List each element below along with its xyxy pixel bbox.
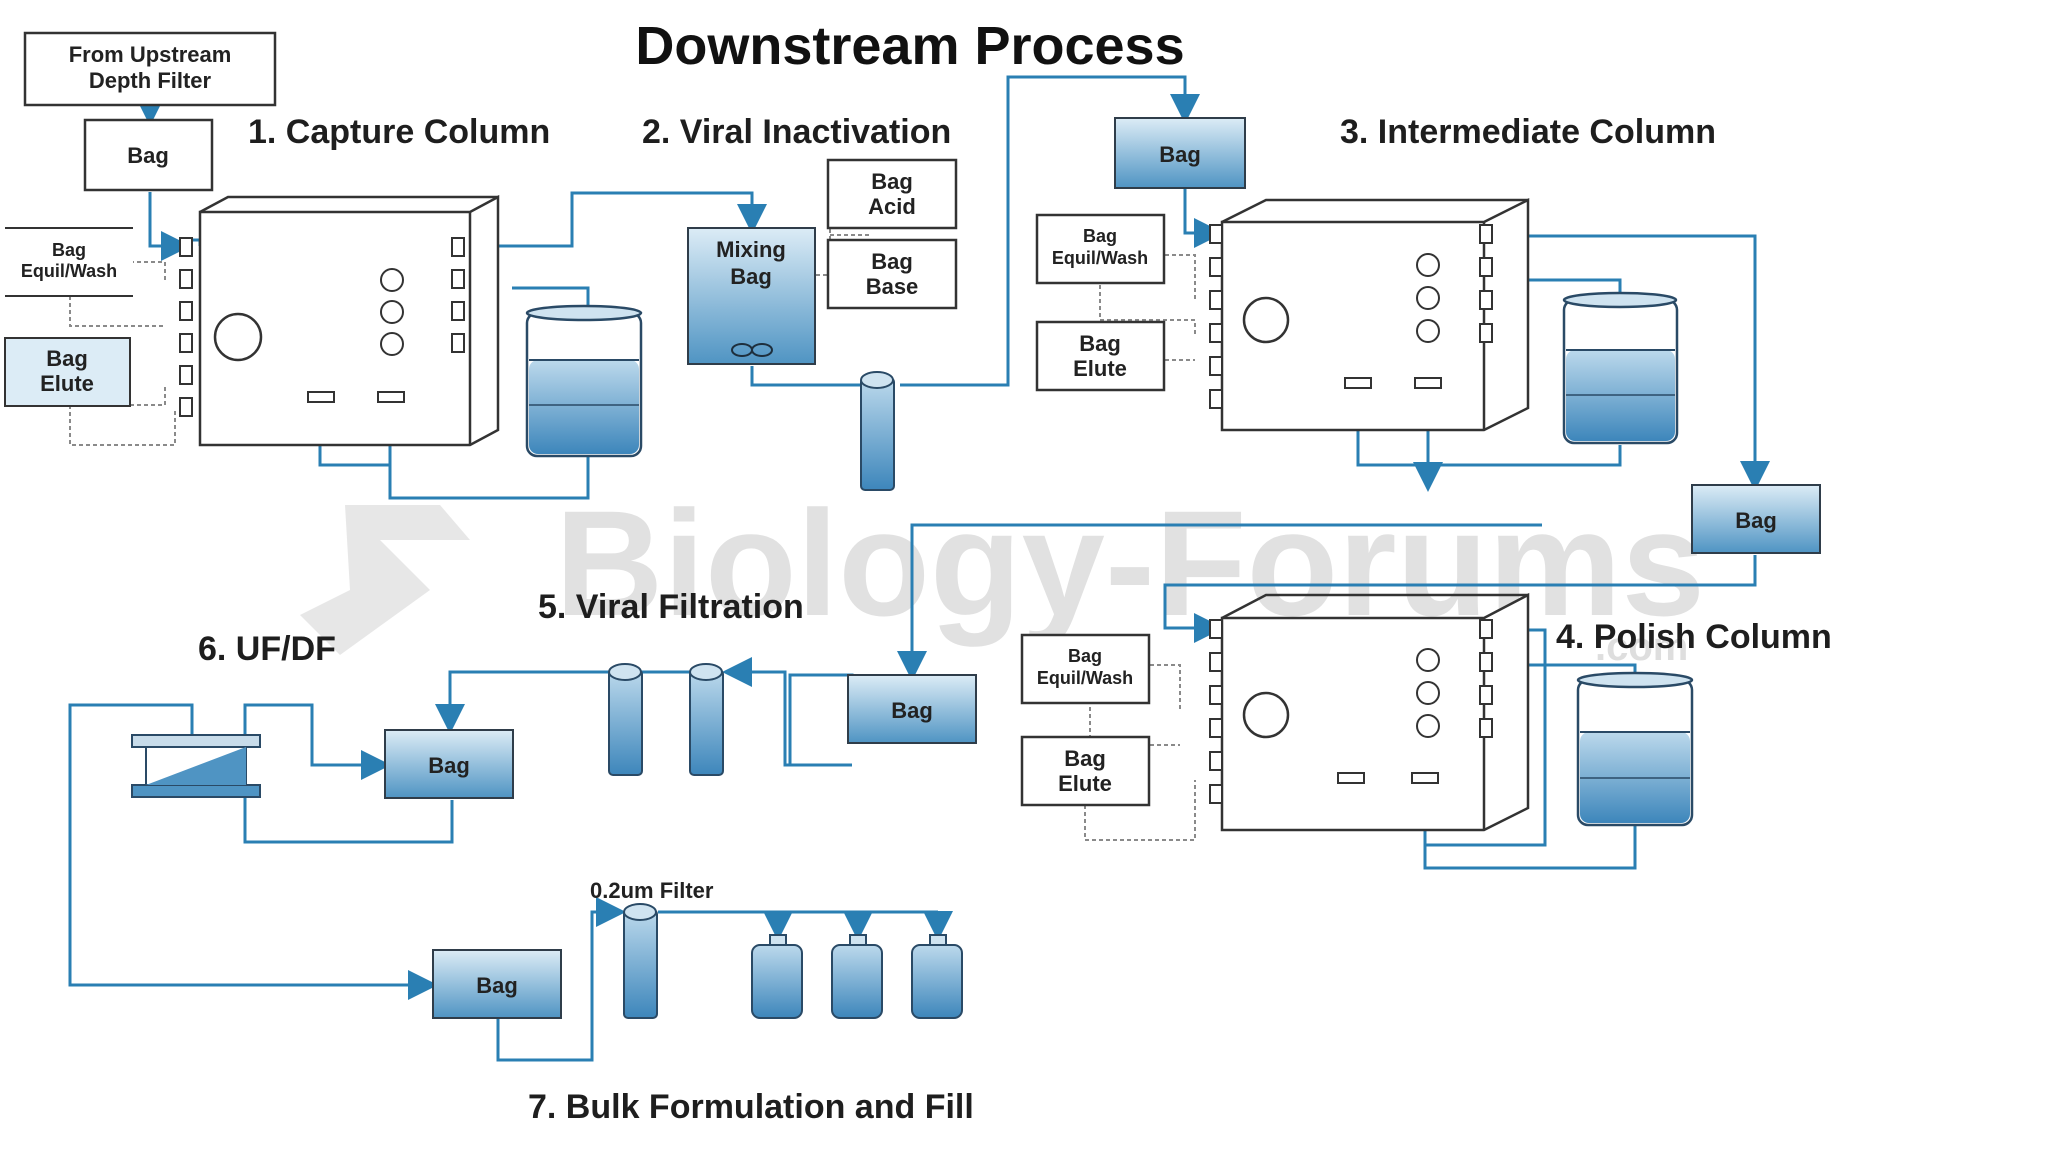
section-viral-filtration: 5. Viral Filtration (538, 588, 804, 626)
sensor-icon (1416, 319, 1440, 343)
polish-column-skid (1209, 592, 1530, 832)
capture-feed-bag: Bag (83, 118, 214, 192)
capture-vessel (525, 304, 643, 458)
sensor-icon (380, 300, 404, 324)
stirrer-icon (751, 343, 773, 357)
sensor-icon (1416, 714, 1440, 738)
watermark-suffix: .com (1595, 625, 1688, 669)
inactivation-filter (860, 371, 895, 491)
bulk-bag: Bag (432, 949, 562, 1019)
pump-icon (213, 312, 263, 362)
page-title: Downstream Process (635, 16, 1184, 76)
section-bulk-formulation: 7. Bulk Formulation and Fill (528, 1088, 974, 1126)
fill-bottle-2 (831, 934, 883, 1019)
viral-filter-2 (689, 663, 724, 776)
fill-bottle-3 (911, 934, 963, 1019)
bag-label: Bag (428, 753, 470, 778)
pump-icon (1242, 296, 1290, 344)
valve-icon (377, 391, 405, 403)
valve-icon (1337, 772, 1365, 784)
sensor-icon (1416, 648, 1440, 672)
watermark-logo-icon (300, 505, 470, 655)
valve-icon (307, 391, 335, 403)
ufdf-bag: Bag (384, 729, 514, 799)
intermediate-column-skid (1209, 197, 1530, 432)
bag-label: Bag (1735, 508, 1777, 533)
polish-vessel (1576, 671, 1694, 827)
viral-filtration-feed-bag: Bag (847, 674, 977, 744)
section-intermediate-column: 3. Intermediate Column (1340, 113, 1716, 151)
intermediate-vessel (1562, 291, 1679, 445)
section-capture-column: 1. Capture Column (248, 113, 550, 151)
section-polish-column: 4. Polish Column (1556, 618, 1832, 656)
bag-label: Bag (476, 973, 518, 998)
pump-icon (1242, 691, 1290, 739)
viral-filter-1 (608, 663, 643, 776)
filter-label: 0.2um Filter (590, 878, 714, 903)
bag-label: Bag (1159, 142, 1201, 167)
intermediate-feed-bag: Bag (1114, 117, 1246, 189)
bag-label: Bag (127, 143, 169, 168)
sensor-icon (380, 268, 404, 292)
ufdf-cassette (131, 734, 261, 798)
sensor-icon (1416, 253, 1440, 277)
fill-bottle-1 (751, 934, 803, 1019)
section-viral-inactivation: 2. Viral Inactivation (642, 113, 951, 151)
sensor-icon (1416, 286, 1440, 310)
valve-icon (1344, 377, 1372, 389)
sterile-filter (623, 903, 658, 1019)
bag-label: Bag (891, 698, 933, 723)
section-uf-df: 6. UF/DF (198, 630, 336, 668)
sensor-icon (1416, 681, 1440, 705)
polish-feed-bag: Bag (1691, 484, 1821, 554)
valve-icon (1411, 772, 1439, 784)
sensor-icon (380, 332, 404, 356)
capture-column-skid (179, 194, 500, 447)
valve-icon (1414, 377, 1442, 389)
